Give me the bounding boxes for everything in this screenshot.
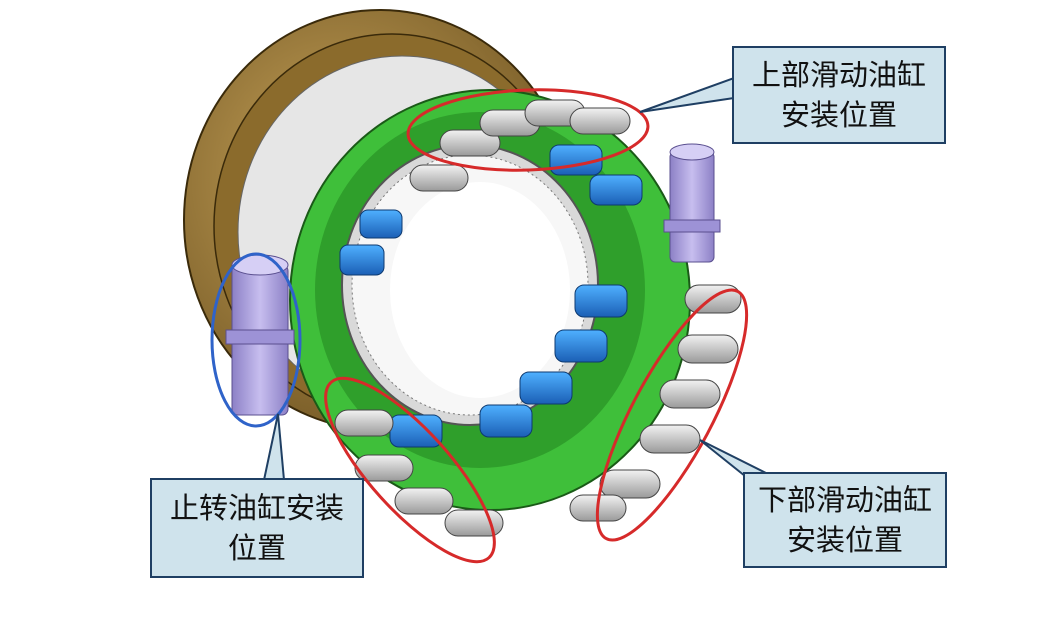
pointer-upper	[639, 76, 735, 113]
pointer-lower	[699, 439, 772, 478]
callout-upper-slide-cylinder: 上部滑动油缸安装位置	[732, 46, 946, 144]
radial-cylinders	[339, 144, 643, 448]
highlight-stop-cylinder	[210, 252, 302, 428]
gray-rods	[334, 99, 742, 537]
callout-lower-slide-cylinder: 下部滑动油缸安装位置	[743, 472, 947, 568]
highlight-lower-left-cylinders	[324, 376, 496, 564]
highlight-lower-right-cylinders	[595, 288, 749, 542]
callout-anti-rotation-cylinder: 止转油缸安装位置	[150, 478, 364, 578]
stop-cylinder-right	[663, 143, 721, 263]
stop-cylinder-left	[225, 254, 295, 416]
highlight-upper-cylinders	[406, 88, 650, 172]
inner-bore	[341, 144, 599, 426]
